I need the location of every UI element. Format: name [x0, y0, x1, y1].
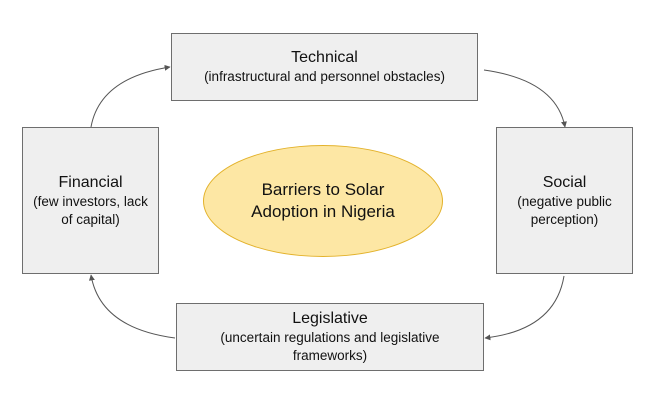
legislative-description: (uncertain regulations and legislative f…	[220, 330, 440, 363]
technical-description: (infrastructural and personnel obstacles…	[204, 69, 445, 84]
technical-title: Technical	[291, 49, 358, 66]
social-title: Social	[542, 173, 587, 191]
central-topic-ellipse: Barriers to Solar Adoption in Nigeria	[203, 145, 443, 257]
legislative-barrier-box: Legislative (uncertain regulations and l…	[176, 303, 484, 371]
arrow-technical-to-social	[483, 69, 567, 128]
legislative-title: Legislative	[292, 310, 368, 327]
social-description: (negative public perception)	[517, 193, 612, 227]
social-barrier-box: Social (negative public perception)	[496, 127, 633, 274]
arrow-financial-to-technical	[90, 64, 171, 128]
financial-title: Financial	[58, 173, 123, 191]
financial-barrier-box: Financial (few investors, lack of capita…	[22, 127, 159, 274]
arrow-social-to-legislative	[484, 275, 565, 341]
technical-barrier-box: Technical (infrastructural and personnel…	[171, 33, 478, 101]
financial-description: (few investors, lack of capital)	[33, 193, 148, 227]
central-topic-label: Barriers to Solar Adoption in Nigeria	[251, 180, 395, 221]
arrow-legislative-to-financial	[88, 274, 176, 339]
